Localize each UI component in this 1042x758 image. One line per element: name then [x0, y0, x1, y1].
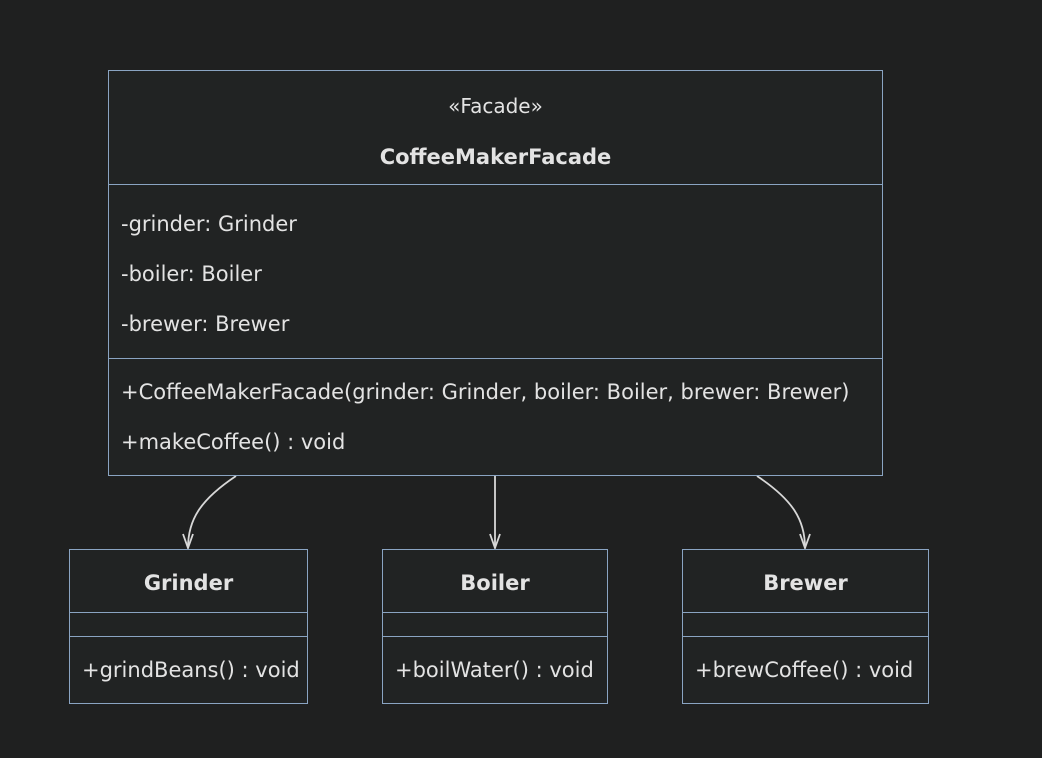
class-method: +brewCoffee() : void [695, 658, 914, 682]
class-methods: +CoffeeMakerFacade(grinder: Grinder, boi… [109, 359, 882, 455]
class-attributes [70, 613, 307, 637]
class-name: Grinder [143, 571, 234, 595]
class-coffee-maker-facade[interactable]: «Facade» CoffeeMakerFacade -grinder: Gri… [108, 70, 883, 476]
class-header: Boiler [383, 550, 607, 613]
class-attribute: -brewer: Brewer [121, 312, 290, 336]
class-grinder[interactable]: Grinder +grindBeans() : void [69, 549, 308, 704]
class-boiler[interactable]: Boiler +boilWater() : void [382, 549, 608, 704]
class-name: Brewer [763, 571, 848, 595]
class-name: Boiler [460, 571, 530, 595]
class-method: +CoffeeMakerFacade(grinder: Grinder, boi… [121, 380, 850, 404]
class-header: «Facade» CoffeeMakerFacade [109, 71, 882, 185]
edge-facade-to-grinder [188, 475, 237, 548]
class-methods: +grindBeans() : void [70, 637, 307, 683]
class-brewer[interactable]: Brewer +brewCoffee() : void [682, 549, 929, 704]
class-header: Brewer [683, 550, 928, 613]
edge-facade-to-brewer [756, 475, 805, 548]
class-method: +makeCoffee() : void [121, 430, 346, 454]
class-attributes: -grinder: Grinder -boiler: Boiler -brewe… [109, 185, 882, 359]
class-methods: +brewCoffee() : void [683, 637, 928, 683]
class-method: +grindBeans() : void [82, 658, 300, 682]
class-name: CoffeeMakerFacade [379, 145, 612, 169]
class-attributes [683, 613, 928, 637]
class-attribute: -grinder: Grinder [121, 212, 297, 236]
class-header: Grinder [70, 550, 307, 613]
class-attribute: -boiler: Boiler [121, 262, 262, 286]
class-attributes [383, 613, 607, 637]
class-methods: +boilWater() : void [383, 637, 607, 683]
class-stereotype: «Facade» [448, 94, 543, 118]
class-method: +boilWater() : void [395, 658, 594, 682]
